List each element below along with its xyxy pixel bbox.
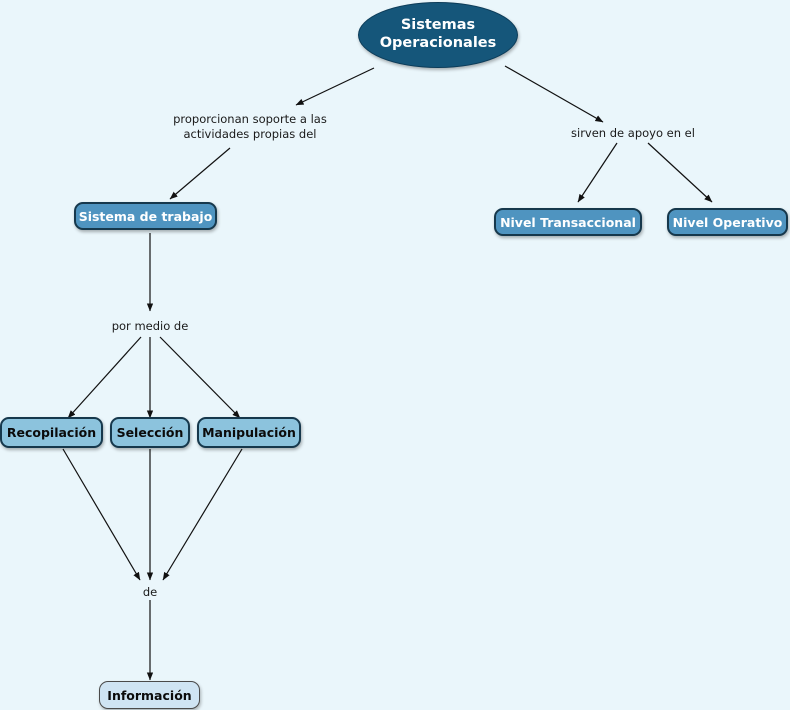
link-label-sirven-de-apoyo: sirven de apoyo en el <box>571 126 695 140</box>
root-label-line2: Operacionales <box>379 35 497 51</box>
node-seleccion[interactable]: Selección <box>110 417 190 448</box>
node-manipulacion[interactable]: Manipulación <box>197 417 301 448</box>
link-label-proporcionan-soporte: proporcionan soporte a las actividades p… <box>173 112 327 141</box>
node-informacion[interactable]: Información <box>99 681 200 709</box>
node-nivel-transaccional[interactable]: Nivel Transaccional <box>494 208 642 236</box>
node-recopilacion[interactable]: Recopilación <box>0 417 103 448</box>
node-nivel-operativo[interactable]: Nivel Operativo <box>667 208 788 236</box>
root-label-line1: Sistemas <box>400 17 476 34</box>
node-sistema-de-trabajo[interactable]: Sistema de trabajo <box>74 202 217 230</box>
link-label-por-medio-de: por medio de <box>111 319 189 333</box>
link-label-de: de <box>142 585 158 599</box>
